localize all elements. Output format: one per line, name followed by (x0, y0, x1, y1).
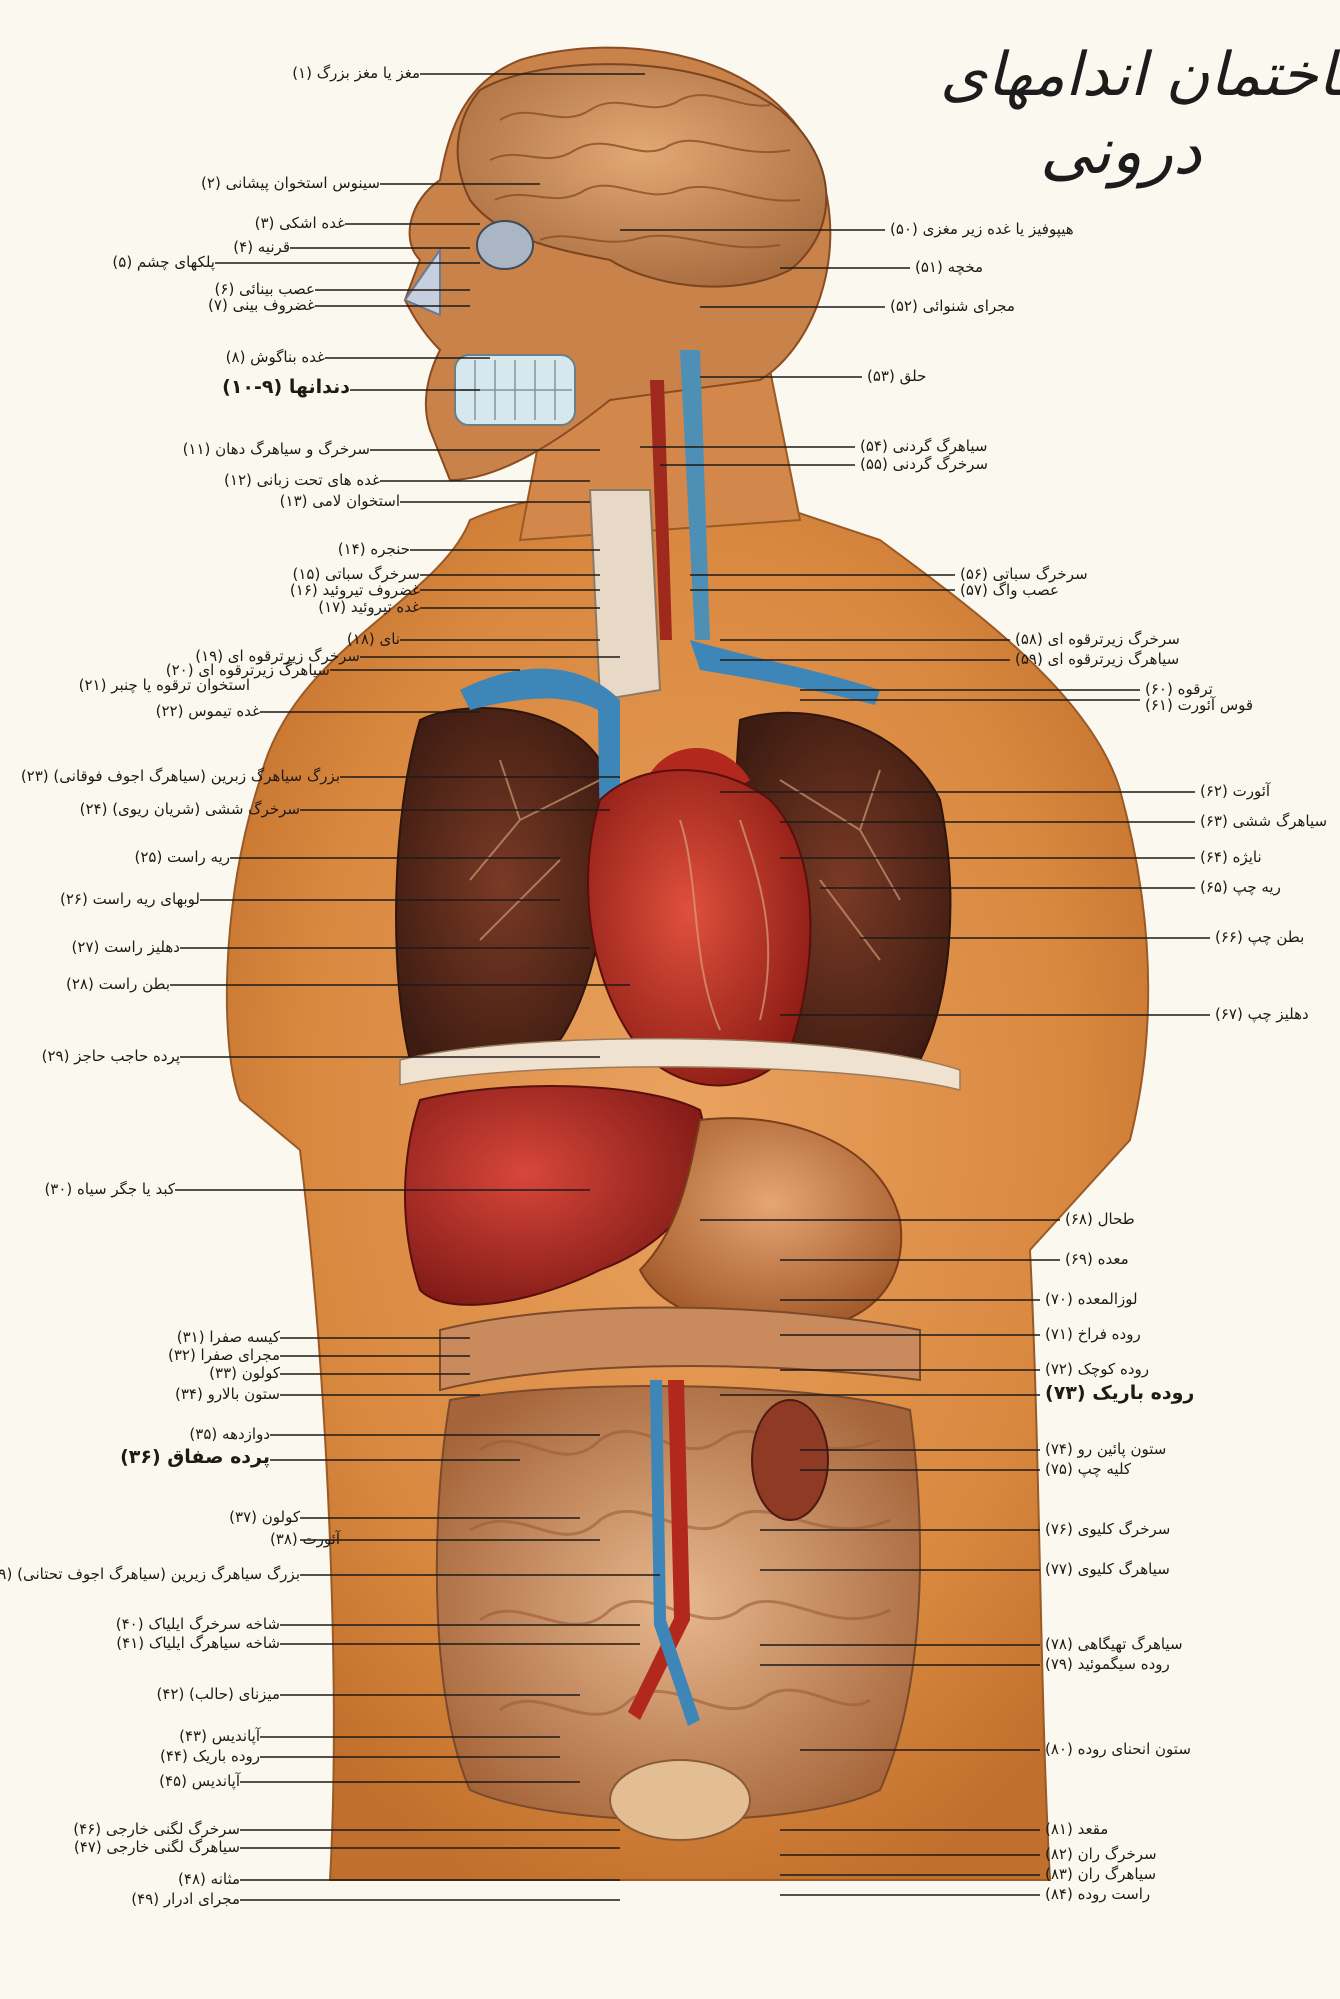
label-subclavian-v-r: سیاهرگ زیرترقوه ای (۵۹) (1015, 650, 1179, 668)
eye-shape (477, 221, 533, 269)
label-jugular: سیاهرگ گردنی (۵۴) (860, 437, 987, 455)
label-rectum-end: راست روده (۸۴) (1045, 1885, 1150, 1903)
label-thyroid-cartilage: غضروف تیروئید (۱۶) (290, 581, 420, 599)
label-left-kidney: کلیه چپ (۷۵) (1045, 1460, 1131, 1478)
label-nasal-cartilage: غضروف بینی (۷) (208, 296, 315, 314)
label-pulmonary-artery: سرخرگ ششی (شریان ریوی) (۲۴) (80, 800, 300, 818)
label-aorta-r: آئورت (۶۲) (1200, 782, 1270, 800)
label-brain: مغز یا مغز بزرگ (۱) (292, 64, 420, 82)
label-femoral-artery: سرخرگ ران (۸۲) (1045, 1845, 1157, 1863)
label-ascending-colon: ستون بالارو (۳۴) (175, 1385, 280, 1403)
label-carotid: سرخرگ گردنی (۵۵) (860, 455, 988, 473)
label-bronchus: نایژه (۶۴) (1200, 848, 1262, 866)
label-renal-vein: سیاهرگ کلیوی (۷۷) (1045, 1560, 1170, 1578)
label-epiglottis: حنجره (۱۴) (338, 540, 410, 558)
label-aortic-arch: قوس آئورت (۶۱) (1145, 696, 1253, 714)
label-ext-iliac-vein: سیاهرگ لگنی خارجی (۴۷) (74, 1838, 240, 1856)
label-teeth: دندانها (۹-۱۰) (222, 378, 350, 396)
label-transverse-colon: روده فراخ (۷۱) (1045, 1325, 1141, 1343)
left-kidney-shape (752, 1400, 828, 1520)
label-appendix: آپاندیس (۴۳) (179, 1727, 260, 1745)
label-stomach: معده (۶۹) (1065, 1250, 1129, 1268)
label-lacrimal-gland: غده اشکی (۳) (255, 214, 345, 232)
label-clavicle: استخوان ترقوه یا چنبر (۲۱) (79, 676, 250, 694)
label-ileum: روده باریک (۴۴) (160, 1747, 260, 1765)
label-vagus: عصب واگ (۵۷) (960, 581, 1059, 599)
label-pulmonary-vein: سیاهرگ ششی (۶۳) (1200, 812, 1327, 830)
label-cornea: قرنیه (۴) (233, 238, 290, 256)
label-left-lung: ریه چپ (۶۵) (1200, 878, 1281, 896)
label-descending-colon: ستون پائین رو (۷۴) (1045, 1440, 1166, 1458)
label-rectum: ستون انحنای روده (۸۰) (1045, 1740, 1191, 1758)
label-liver: کبد یا جگر سیاه (۳۰) (44, 1180, 175, 1198)
label-bladder: مثانه (۴۸) (178, 1870, 240, 1888)
label-parotid: غده بناگوش (۸) (226, 348, 325, 366)
label-pituitary: هیپوفیز یا غده زیر مغزی (۵۰) (890, 220, 1074, 238)
label-anus: مقعد (۸۱) (1045, 1820, 1108, 1838)
label-renal-artery: سرخرگ کلیوی (۷۶) (1045, 1520, 1170, 1538)
label-right-ventricle: بطن راست (۲۸) (66, 975, 170, 993)
label-iliac-left: سیاهرگ تهیگاهی (۷۸) (1045, 1635, 1183, 1653)
label-subclavian-a-r: سرخرگ زیرترقوه ای (۵۸) (1015, 630, 1180, 648)
label-pharynx: حلق (۵۳) (867, 367, 926, 385)
label-urethra: مجرای ادرار (۴۹) (131, 1890, 240, 1908)
bladder-shape (610, 1760, 750, 1840)
label-small-intestine: روده کوچک (۷۲) (1045, 1360, 1149, 1378)
label-femoral-vein: سیاهرگ ران (۸۳) (1045, 1865, 1156, 1883)
label-pancreas: لوزالمعده (۷۰) (1045, 1290, 1138, 1308)
label-left-atrium: دهلیز چپ (۶۷) (1215, 1005, 1309, 1023)
label-mesentery: پرده صفاق (۳۶) (120, 1448, 270, 1466)
label-thymus: غده تیموس (۲۲) (156, 702, 260, 720)
label-iliac-vein: شاخه سیاهرگ ایلیاک (۴۱) (116, 1634, 280, 1652)
label-bile-duct: مجرای صفرا (۳۲) (168, 1346, 280, 1364)
label-salivary: غده های تحت زبانی (۱۲) (224, 471, 380, 489)
label-duodenum: دوازدهه (۳۵) (189, 1425, 270, 1443)
trachea-shape (590, 490, 660, 700)
label-right-lung: ریه راست (۲۵) (134, 848, 230, 866)
label-ureter: میزنای (حالب) (۴۲) (156, 1685, 280, 1703)
label-left-ventricle: بطن چپ (۶۶) (1215, 928, 1304, 946)
label-eyelid: پلکهای چشم (۵) (112, 253, 215, 271)
label-spleen: طحال (۶۸) (1065, 1210, 1135, 1228)
label-diaphragm: پرده حاجب حاجز (۲۹) (42, 1047, 180, 1065)
label-auditory: مجرای شنوائی (۵۲) (890, 297, 1015, 315)
label-ext-iliac-artery: سرخرگ لگنی خارجی (۴۶) (73, 1820, 240, 1838)
label-trachea: نای (۱۸) (347, 630, 400, 648)
label-cerebellum: مخچه (۵۱) (915, 258, 983, 276)
label-inferior-vena-cava: بزرگ سیاهرگ زیرین (سیاهرگ اجوف تحتانی) (… (0, 1565, 300, 1583)
label-frontal-sinus: سینوس استخوان پیشانی (۲) (201, 174, 380, 192)
label-thyroid: غده تیروئید (۱۷) (318, 598, 420, 616)
label-superior-vena-cava: بزرگ سیاهرگ زبرین (سیاهرگ اجوف فوقانی) (… (21, 767, 340, 785)
label-cecum: کولون (۳۷) (229, 1508, 300, 1526)
label-jejunum: روده باریک (۷۳) (1045, 1384, 1194, 1402)
label-facial-artery: سرخرگ و سیاهرگ دهان (۱۱) (183, 440, 370, 458)
label-colon-hepatic: کولون (۳۳) (209, 1364, 280, 1382)
label-sigmoid: روده سیگموئید (۷۹) (1045, 1655, 1170, 1673)
label-right-lung-lobes: لوبهای ریه راست (۲۶) (60, 890, 200, 908)
label-aorta-abd: آئورت (۳۸) (270, 1530, 340, 1548)
label-gallbladder: کیسه صفرا (۳۱) (177, 1328, 280, 1346)
label-right-atrium: دهلیز راست (۲۷) (72, 938, 180, 956)
label-iliac-artery: شاخه سرخرگ ایلیاک (۴۰) (116, 1615, 280, 1633)
label-vermiform: آپاندیس (۴۵) (159, 1772, 240, 1790)
right-lung-shape (396, 708, 608, 1060)
label-hyoid: استخوان لامی (۱۳) (280, 492, 400, 510)
